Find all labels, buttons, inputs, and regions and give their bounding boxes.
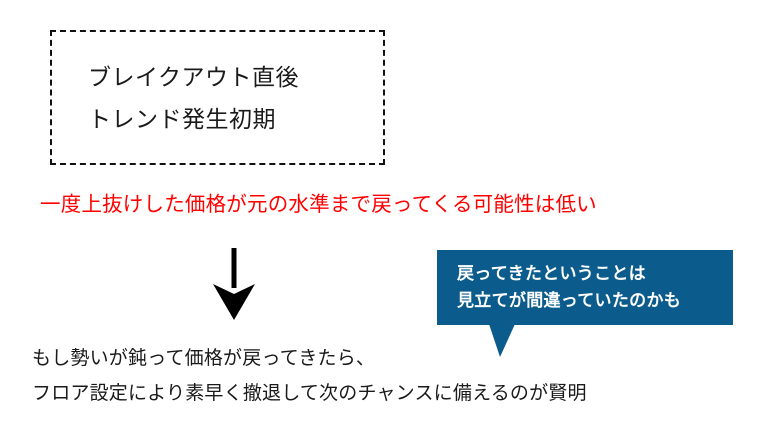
phase-line-2: トレンド発生初期 <box>88 106 276 132</box>
phase-callout-box: ブレイクアウト直後 トレンド発生初期 <box>50 30 385 165</box>
advice-line-1: もし勢いが鈍って価格が戻ってきたら、 <box>32 348 376 369</box>
phase-callout-box-text: ブレイクアウト直後 トレンド発生初期 <box>88 56 373 140</box>
arrow-down-icon <box>205 248 265 326</box>
mistake-callout-line-1: 戻ってきたということは <box>457 264 646 283</box>
advice-line-2: フロア設定により素早く撤退して次のチャンスに備えるのが賢明 <box>32 383 587 404</box>
advice-text: もし勢いが鈍って価格が戻ってきたら、 フロア設定により素早く撤退して次のチャンス… <box>32 341 587 411</box>
callout-tail-icon <box>489 324 515 357</box>
mistake-callout-bubble: 戻ってきたということは 見立てが間違っていたのかも <box>437 250 733 325</box>
phase-line-1: ブレイクアウト直後 <box>88 64 300 90</box>
mistake-callout-line-2: 見立てが間違っていたのかも <box>457 291 682 310</box>
red-warning-text: 一度上抜けした価格が元の水準まで戻ってくる可能性は低い <box>40 193 597 216</box>
mistake-callout-text: 戻ってきたということは 見立てが間違っていたのかも <box>457 260 725 314</box>
